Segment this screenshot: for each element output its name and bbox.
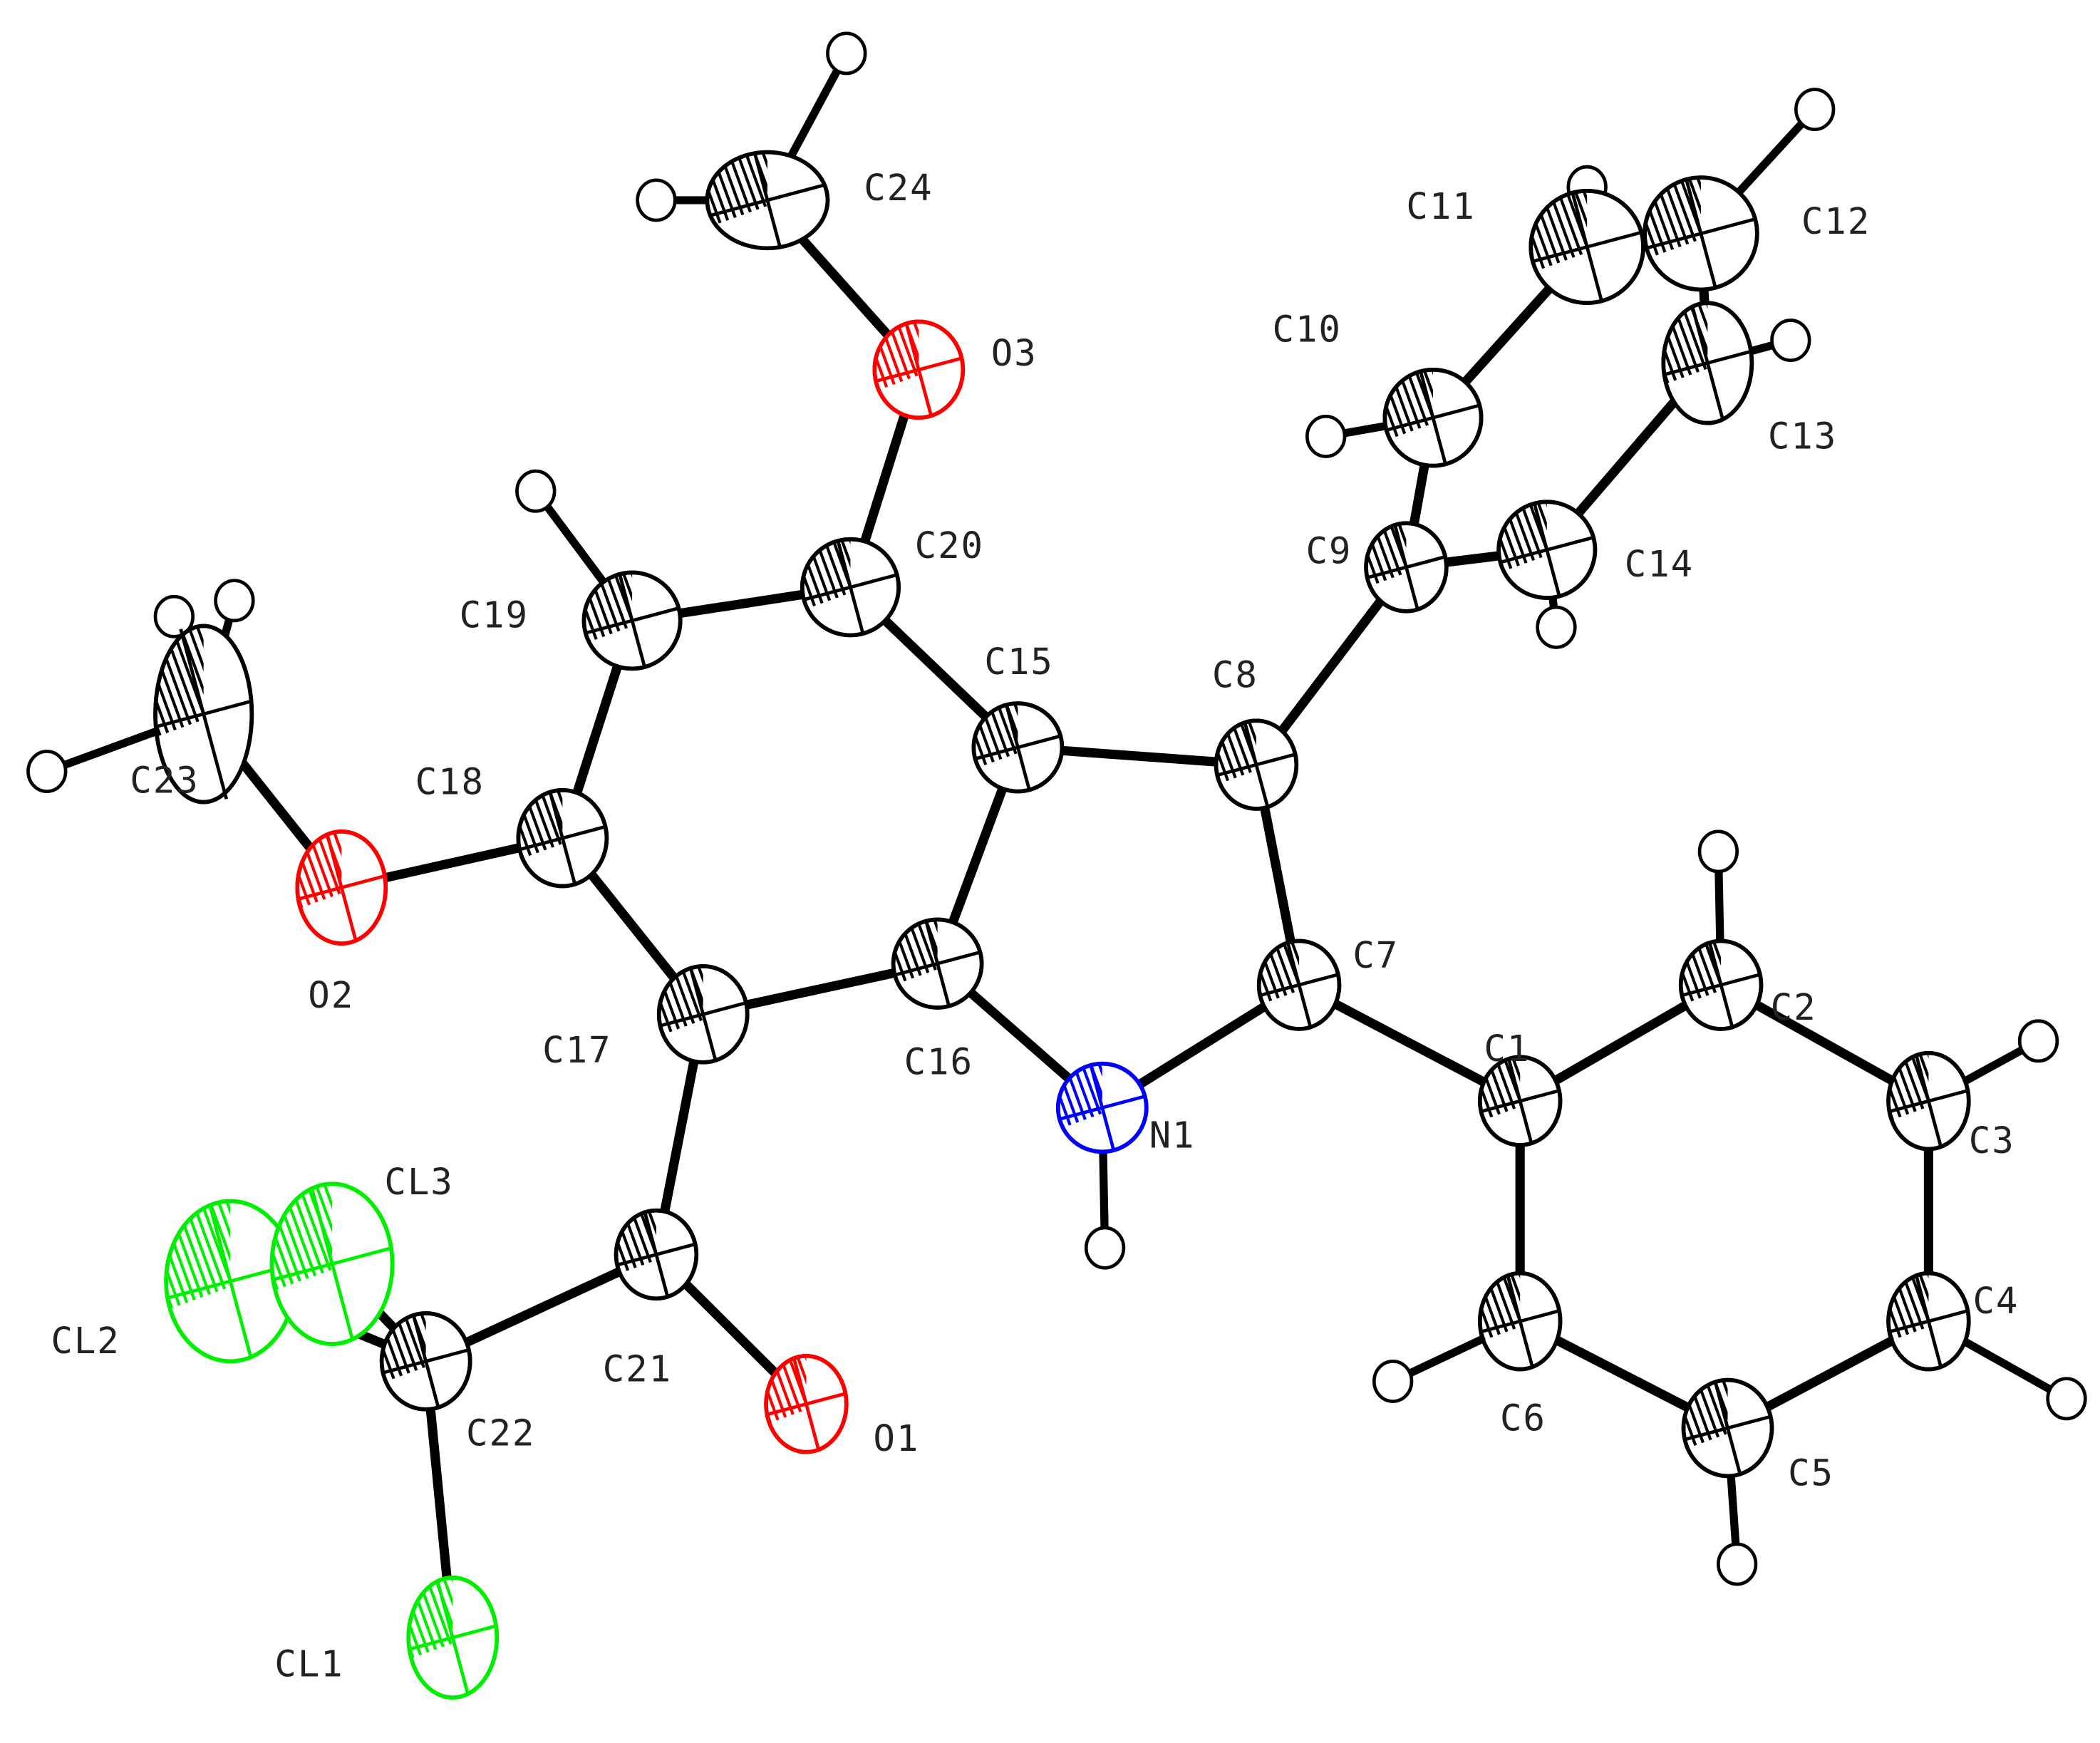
atom-C4 <box>1886 1271 1971 1372</box>
atom-N1 <box>1055 1061 1149 1154</box>
atom-C20 <box>800 537 901 638</box>
hydrogen-atom <box>1794 88 1836 132</box>
atom-label-C3: C3 <box>1969 1119 2015 1162</box>
atom-label-C2: C2 <box>1771 986 1817 1028</box>
atom-C2 <box>1678 938 1764 1031</box>
atom-label-Cl3: CL3 <box>384 1161 453 1203</box>
hydrogen-atom <box>1697 829 1739 874</box>
atom-C19 <box>581 570 683 671</box>
atom-label-Cl2: CL2 <box>51 1320 120 1362</box>
atom-C6 <box>1477 1271 1563 1372</box>
atom-label-C24: C24 <box>864 167 933 209</box>
atom-C12 <box>1643 175 1759 292</box>
atom-C16 <box>891 917 984 1010</box>
atom-C7 <box>1256 938 1342 1031</box>
hydrogen-atom <box>2017 1019 2059 1063</box>
atom-label-C11: C11 <box>1406 185 1475 227</box>
atom-label-C19: C19 <box>460 594 529 636</box>
atom-label-C6: C6 <box>1500 1397 1546 1439</box>
atom-label-O3: O3 <box>991 332 1038 374</box>
atom-C11 <box>1529 189 1645 305</box>
atom-label-C16: C16 <box>904 1041 973 1083</box>
atom-label-O1: O1 <box>873 1417 919 1459</box>
atom-C9 <box>1364 521 1449 614</box>
atom-label-C9: C9 <box>1305 529 1352 571</box>
hydrogen-atom <box>1084 1226 1126 1270</box>
atom-label-N1: N1 <box>1149 1114 1196 1157</box>
atom-C5 <box>1681 1377 1774 1479</box>
atom-label-C12: C12 <box>1801 200 1871 242</box>
atom-label-O2: O2 <box>308 974 354 1016</box>
atom-C17 <box>656 964 750 1065</box>
hydrogen-atom <box>1717 1542 1758 1586</box>
atom-label-C23: C23 <box>130 760 199 802</box>
atom-C10 <box>1382 367 1484 468</box>
atom-C13 <box>1661 301 1754 425</box>
hydrogen-atom <box>1372 1360 1414 1403</box>
atom-label-C15: C15 <box>984 641 1053 683</box>
atom-Cl1 <box>406 1575 500 1700</box>
atom-label-C18: C18 <box>415 760 485 802</box>
atom-label-C20: C20 <box>915 524 984 567</box>
atom-label-C10: C10 <box>1272 309 1341 351</box>
atom-C1 <box>1477 1055 1563 1147</box>
atom-label-C4: C4 <box>1972 1280 2019 1322</box>
hydrogen-atom <box>826 31 867 76</box>
atom-C8 <box>1214 718 1299 811</box>
atom-label-C1: C1 <box>1484 1028 1530 1070</box>
atom-label-C21: C21 <box>603 1348 672 1390</box>
atom-C22 <box>379 1311 472 1412</box>
atom-C15 <box>971 701 1065 794</box>
atom-O1 <box>764 1354 849 1454</box>
atom-C24 <box>705 150 830 251</box>
hydrogen-atom <box>214 579 255 623</box>
hydrogen-atom <box>636 178 677 222</box>
atom-label-C17: C17 <box>542 1029 611 1071</box>
atom-label-C14: C14 <box>1625 543 1694 585</box>
hydrogen-atom <box>515 469 557 513</box>
atom-C3 <box>1886 1050 1971 1152</box>
atom-label-C7: C7 <box>1352 934 1399 976</box>
hydrogen-atom <box>1770 319 1811 363</box>
hydrogen-atom <box>26 750 68 793</box>
hydrogen-atom <box>1305 415 1347 458</box>
atom-label-C5: C5 <box>1788 1452 1834 1494</box>
hydrogen-atom <box>1536 605 1577 649</box>
atom-label-Cl1: CL1 <box>274 1643 343 1685</box>
atom-C18 <box>516 787 609 889</box>
bonds-layer <box>200 197 1934 1638</box>
heavy-atoms-layer <box>153 150 1971 1700</box>
hydrogen-atom <box>2046 1377 2087 1421</box>
atom-label-C22: C22 <box>466 1412 535 1454</box>
atom-C23 <box>153 624 254 805</box>
atom-Cl3 <box>269 1181 395 1346</box>
atom-O2 <box>295 829 388 946</box>
hydrogen-atoms-layer <box>26 31 2087 1586</box>
atom-label-C13: C13 <box>1768 415 1837 457</box>
atom-C21 <box>614 1208 699 1301</box>
atom-C14 <box>1496 500 1598 600</box>
hydrogen-atom <box>153 594 195 638</box>
atom-label-C8: C8 <box>1212 654 1258 696</box>
